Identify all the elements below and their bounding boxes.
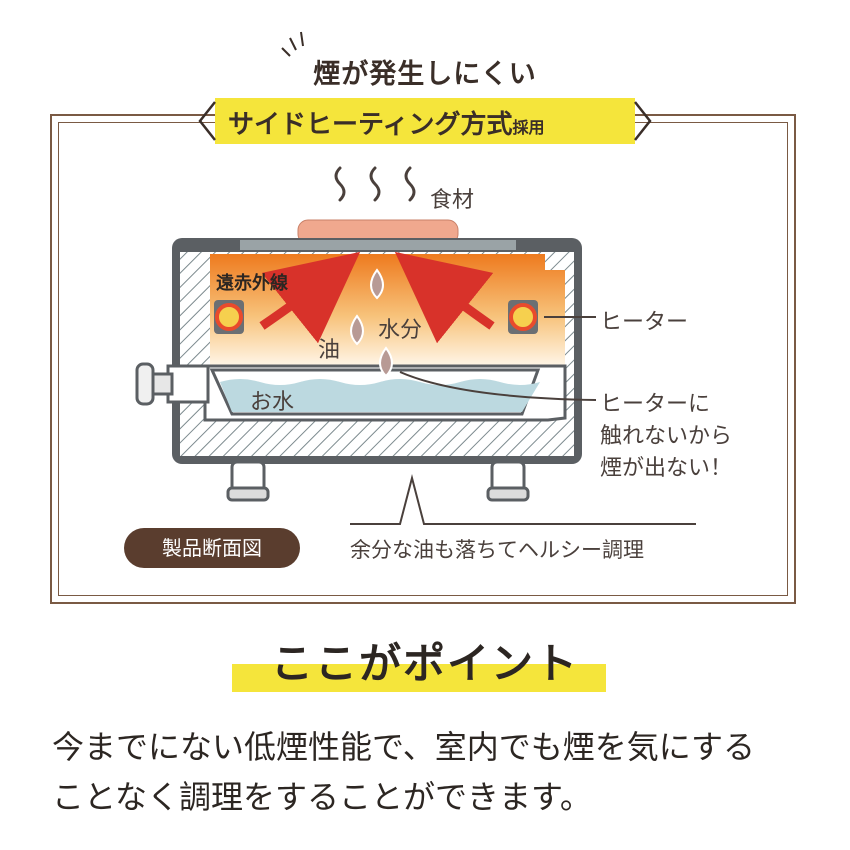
heater-note-line1: ヒーターに <box>600 392 711 417</box>
sparkle-icon <box>281 31 304 57</box>
heater-right-icon <box>508 300 538 334</box>
water-leader-line <box>399 371 597 401</box>
food-label: 食材 <box>430 188 475 213</box>
steam-icon <box>334 166 416 202</box>
water-surface <box>220 379 540 412</box>
far-infrared-arrow-right <box>394 251 495 344</box>
healthy-note: 余分な油も落ちてヘルシー調理 <box>350 538 644 562</box>
water-label: お水 <box>250 390 295 415</box>
far-infrared-label: 遠赤外線 <box>216 273 288 294</box>
healthy-leader-line <box>350 474 696 525</box>
heater-label: ヒーター <box>600 310 689 335</box>
banner-right-chevron <box>634 101 652 141</box>
droplet-icons <box>350 268 393 378</box>
far-infrared-arrow-left <box>259 251 361 344</box>
banner-title: サイドヒーティング方式採用 <box>228 104 628 140</box>
point-title-highlight <box>232 664 606 692</box>
oil-label: 油 <box>318 338 341 363</box>
banner-left-chevron <box>198 101 216 141</box>
banner-background <box>215 98 635 144</box>
grill-plate <box>240 240 516 250</box>
banner-small-text: 採用 <box>512 118 545 137</box>
moisture-label: 水分 <box>378 318 423 343</box>
heater-left-icon <box>214 300 244 334</box>
point-text-line2: ことなく調理をすることができます。 <box>52 778 592 816</box>
heater-note-line2: 触れないから <box>600 424 733 449</box>
point-text-line1: 今までにない低煙性能で、室内でも煙を気にする <box>52 728 756 766</box>
grill-legs <box>226 460 530 502</box>
section-badge: 製品断面図 <box>124 528 300 568</box>
heater-note-line3: 煙が出ない！ <box>600 456 733 481</box>
point-title: ここがポイント <box>270 639 579 688</box>
top-headline: 煙が発生しにくい <box>313 59 537 90</box>
banner-main-text: サイドヒーティング方式 <box>228 110 513 140</box>
knob-icon <box>135 362 210 406</box>
